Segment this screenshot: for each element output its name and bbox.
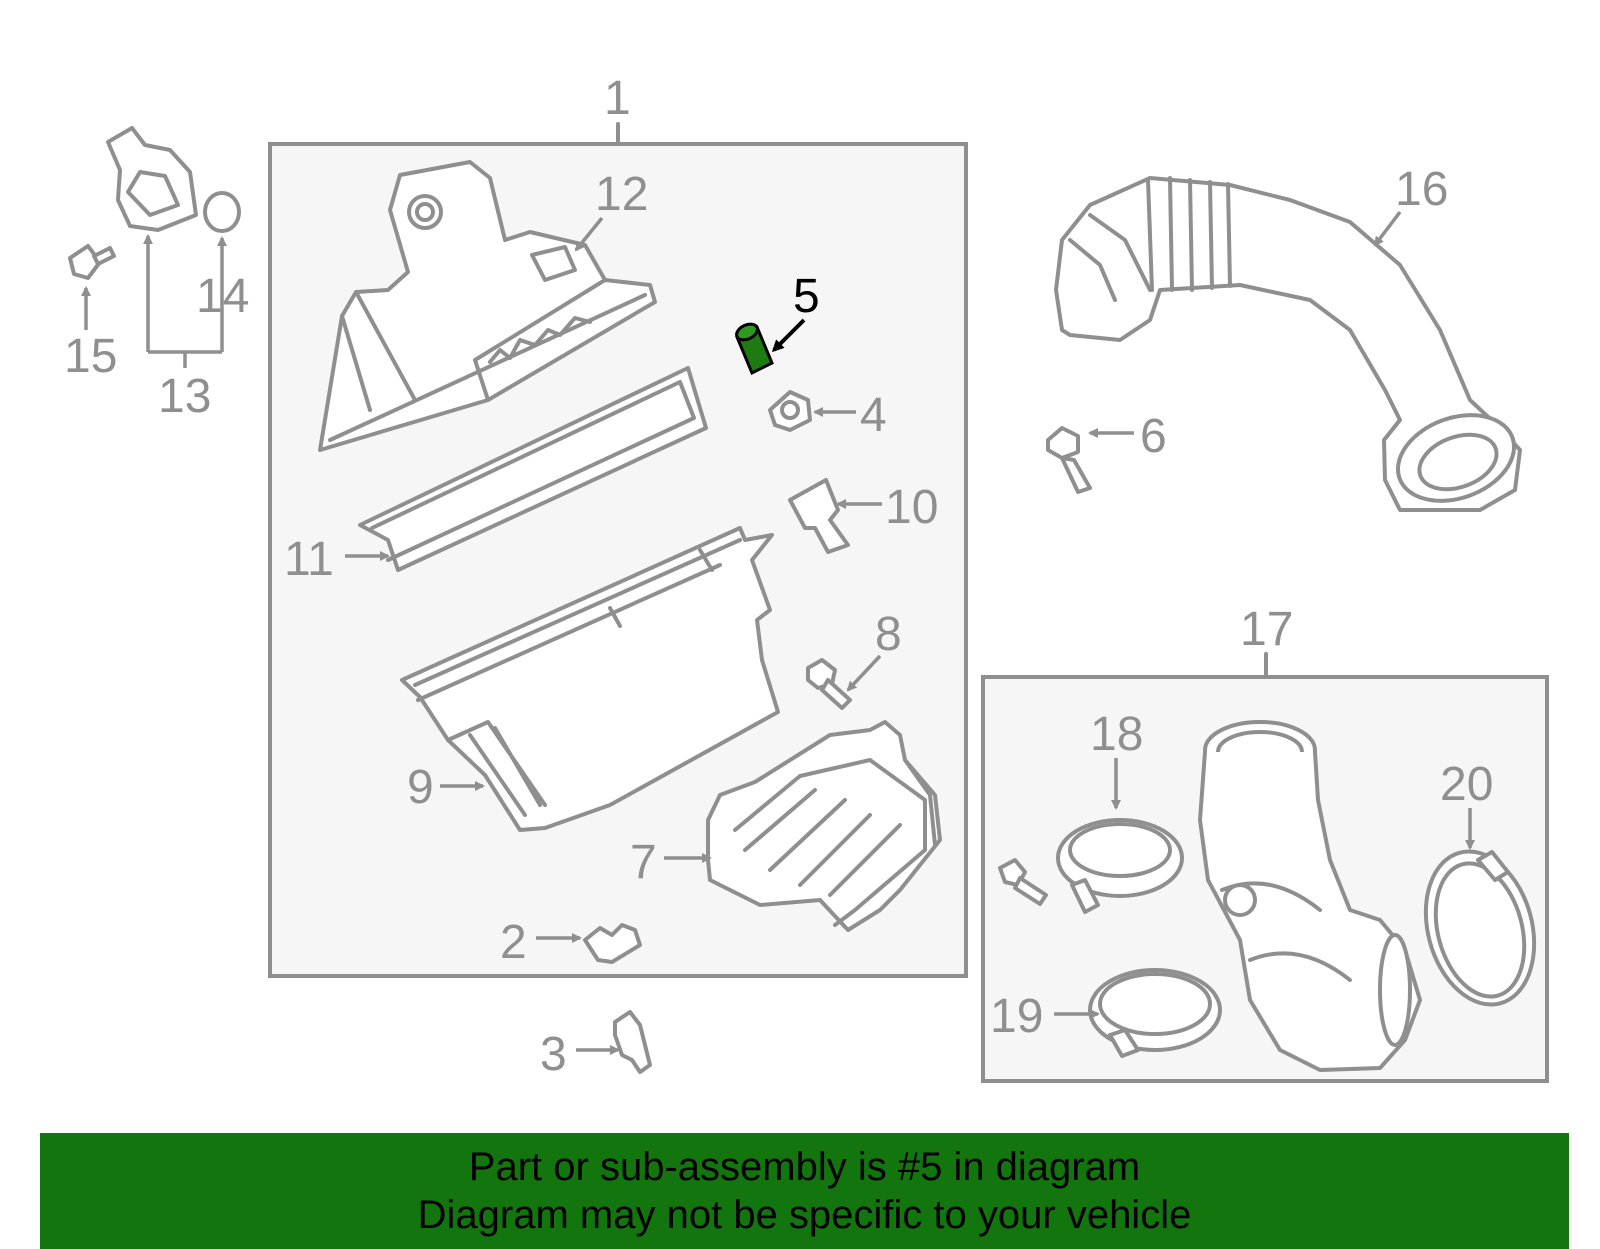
intake-tube-part-16[interactable] xyxy=(1054,176,1526,516)
callout-16[interactable]: 16 xyxy=(1395,163,1448,216)
callout-3[interactable]: 3 xyxy=(540,1028,567,1081)
tube-assembly-part-17[interactable] xyxy=(1198,720,1422,1072)
bracket-part-10[interactable] xyxy=(788,478,850,554)
clip-part-2[interactable] xyxy=(583,923,642,964)
hose-part-5-highlighted[interactable] xyxy=(734,321,774,376)
callout-14[interactable]: 14 xyxy=(196,270,249,323)
resonator-duct-part-7[interactable] xyxy=(706,720,942,932)
callout-11[interactable]: 11 xyxy=(284,533,334,586)
air-cleaner-housing-part-9[interactable] xyxy=(400,526,780,832)
callout-18[interactable]: 18 xyxy=(1090,708,1143,761)
callout-1[interactable]: 1 xyxy=(604,72,631,125)
clamp-part-18[interactable] xyxy=(998,818,1184,914)
callout-6[interactable]: 6 xyxy=(1140,410,1167,463)
callout-17[interactable]: 17 xyxy=(1240,603,1293,656)
callout-10[interactable]: 10 xyxy=(885,481,938,534)
callout-5[interactable]: 5 xyxy=(793,270,820,323)
callout-8[interactable]: 8 xyxy=(875,608,902,661)
grommet-part-4[interactable] xyxy=(768,390,812,432)
air-filter-element-part-11[interactable] xyxy=(358,366,708,572)
callout-13[interactable]: 13 xyxy=(158,370,211,423)
pin-part-15[interactable] xyxy=(68,244,116,280)
banner-line-2: Diagram may not be specific to your vehi… xyxy=(417,1193,1192,1237)
callout-20[interactable]: 20 xyxy=(1440,758,1493,811)
callout-7[interactable]: 7 xyxy=(630,836,657,889)
callout-12[interactable]: 12 xyxy=(595,168,648,221)
callout-19[interactable]: 19 xyxy=(990,990,1043,1043)
callout-15[interactable]: 15 xyxy=(64,330,117,383)
o-ring-part-14[interactable] xyxy=(203,191,241,233)
banner-line-1: Part or sub-assembly is #5 in diagram xyxy=(468,1145,1141,1189)
air-cleaner-cover-part-12[interactable] xyxy=(318,160,657,452)
info-banner: Part or sub-assembly is #5 in diagram Di… xyxy=(40,1133,1569,1249)
bolt-part-6[interactable] xyxy=(1046,426,1092,494)
callout-9[interactable]: 9 xyxy=(407,761,434,814)
callout-4[interactable]: 4 xyxy=(860,389,887,442)
clamp-part-20[interactable] xyxy=(1410,839,1551,1017)
callout-2[interactable]: 2 xyxy=(500,916,527,969)
bracket-part-13[interactable] xyxy=(106,126,198,232)
sensor-part-3[interactable] xyxy=(613,1010,652,1074)
bolt-part-8[interactable] xyxy=(806,658,852,710)
